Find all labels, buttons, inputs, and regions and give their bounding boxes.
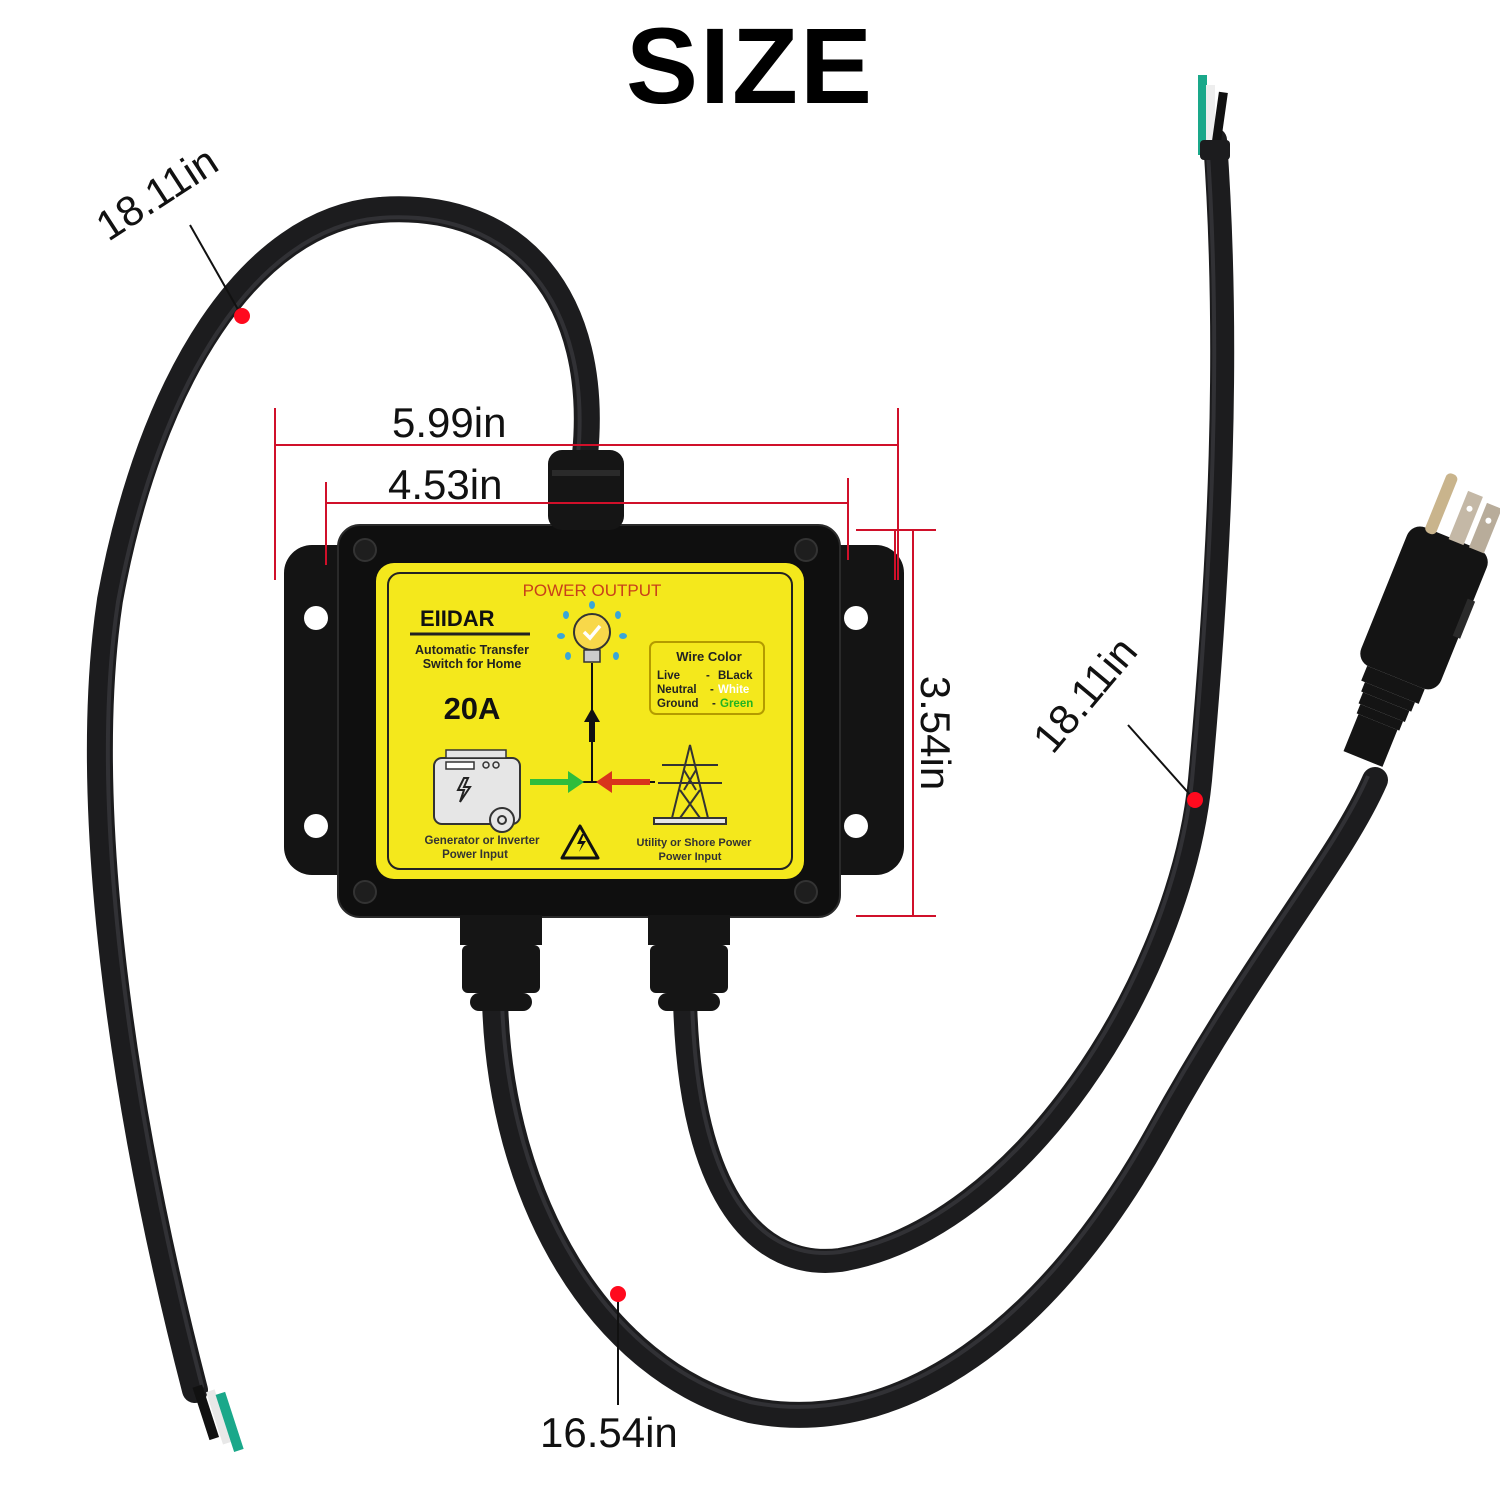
wire-end-top-right [1198,75,1230,160]
arrow-left-red-icon [596,771,650,793]
svg-text:Ground-Green: Ground-Green [657,698,753,710]
mount-hole [844,814,868,838]
arrow-up-icon [584,708,600,742]
cable-top-left [87,196,600,1403]
product-name-line2: Switch for Home [423,657,522,671]
dimension-height: 3.54in [912,675,960,791]
dimension-width-body: 4.53in [388,461,503,508]
cable-right-open-highlight [690,139,1217,1255]
mount-hole [844,606,868,630]
mount-hole [304,814,328,838]
wire-color-box [649,641,765,715]
cable-right-open [673,128,1235,1273]
page-title: SIZE [625,5,875,126]
wire-color-title: Wire Color [676,649,742,664]
generator-input-line1: Generator or Inverter [424,835,540,847]
cable-gland-bottom-left [460,915,542,1011]
amp-rating: 20A [444,691,501,726]
cable-markers [189,224,1203,1405]
mount-hole [304,606,328,630]
utility-input-line2: Power Input [659,851,722,863]
wire-neutral-color: White [718,684,749,696]
light-bulb-icon [557,601,627,663]
label-text: POWER OUTPUT EIIDAR Automatic Transfer S… [415,581,753,863]
svg-text:Neutral-White: Neutral-White [657,684,749,696]
dimension-lines [274,408,936,917]
wire-neutral-name: Neutral [657,684,697,696]
cable-plug-highlight [500,775,1370,1409]
cable-top-left-highlight [106,215,582,1388]
power-tower-icon [653,744,727,825]
wire-ground-color: Green [720,698,753,710]
screw-icon [353,880,377,904]
electric-warning-icon [560,824,600,860]
nema-5-15-plug [1343,473,1500,767]
brand-logo: EIIDAR [420,606,495,631]
wire-live-color: BLack [718,670,753,682]
utility-input-line1: Utility or Shore Power [637,837,753,849]
screw-icon [794,538,818,562]
arrow-right-green-icon [530,771,584,793]
generator-icon [433,749,521,833]
product-name-line1: Automatic Transfer [415,643,529,657]
generator-input-line2: Power Input [442,849,508,861]
svg-text:Live-BLack: Live-BLack [657,670,753,682]
wire-ground-name: Ground [657,698,699,710]
screw-icon [353,538,377,562]
wire-end-left [192,1384,244,1452]
cable-plug [482,767,1388,1428]
wire-live-name: Live [657,670,680,682]
cable-gland-top [548,450,624,530]
dimension-cable-bottom: 16.54in [540,1409,678,1456]
dimension-width-overall: 5.99in [392,399,507,446]
screw-icon [794,880,818,904]
label-header: POWER OUTPUT [523,581,662,600]
cable-gland-bottom-right [648,915,730,1011]
enclosure [284,450,904,1011]
